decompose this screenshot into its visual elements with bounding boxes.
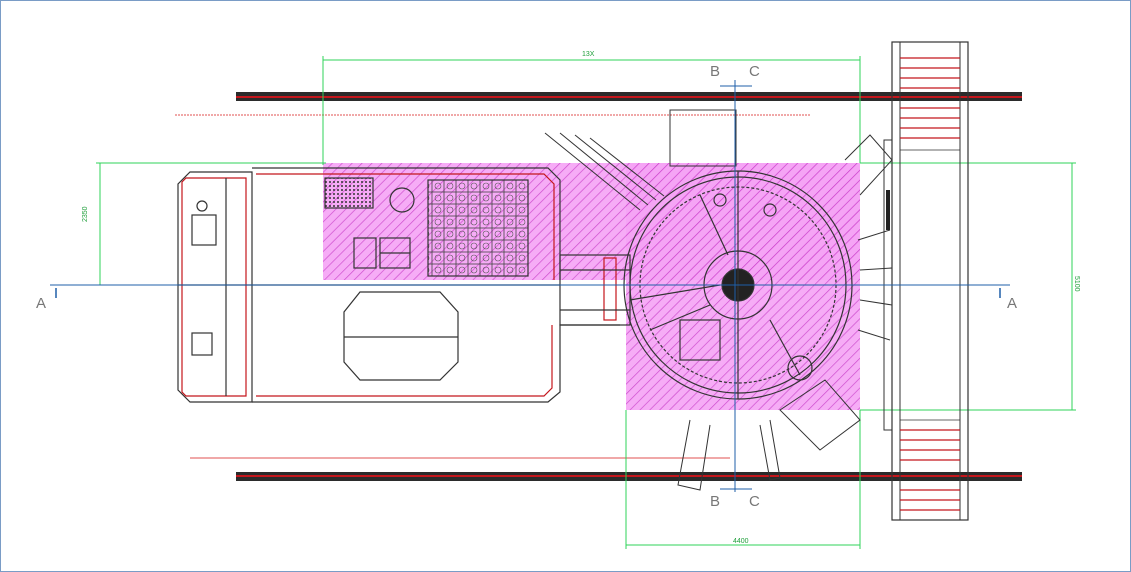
stair-conveyor [883,41,969,521]
dimension-left-height: 2350 [82,206,89,222]
pipe-bundle [544,109,737,211]
bottom-rail [190,457,1022,481]
main-deck [252,167,620,403]
section-mark-a-left: A [36,295,47,312]
radial-arms [677,134,893,491]
section-mark-c-bottom: C [749,493,760,510]
cabin-module [177,171,253,403]
section-mark-c-top: C [749,63,760,80]
section-line-bc [720,80,752,492]
section-mark-b-top: B [710,63,721,80]
section-mark-a-right: A [1007,295,1018,312]
dimension-right-height: 5100 [1073,276,1080,292]
section-mark-b-bottom: B [710,493,721,510]
dimension-top-width: 13X [582,51,595,58]
dimension-lines [96,56,1076,549]
section-line-a [50,284,1010,298]
hatched-zone [323,163,860,410]
top-rail [175,92,1022,116]
dimension-bottom-width: 4400 [733,538,749,545]
